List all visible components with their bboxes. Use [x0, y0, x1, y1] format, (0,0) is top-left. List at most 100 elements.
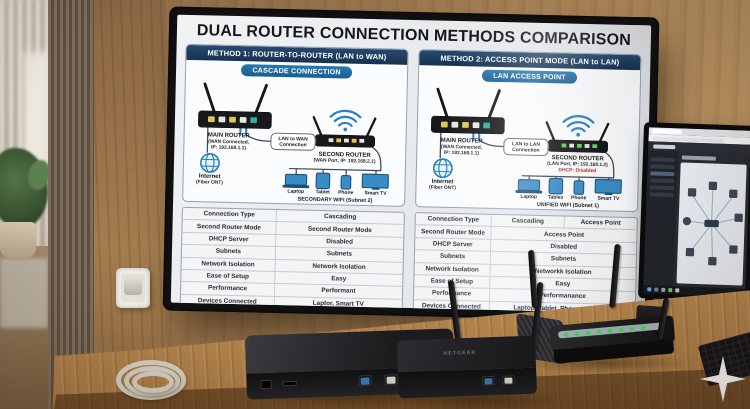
- cable-plug: [386, 376, 396, 384]
- device-label: Smart TV: [597, 196, 620, 203]
- laptop-icon: [517, 179, 541, 192]
- coiled-cable: [116, 354, 196, 406]
- table-cell: Performance: [207, 284, 248, 293]
- antenna-icon: [203, 82, 216, 113]
- wifi-caption: SECONDARY WIFI (Subnet 2): [298, 196, 373, 204]
- connection-label: Connection: [512, 147, 540, 154]
- browser-tab: [651, 128, 682, 135]
- table-cell: Connection Type: [203, 210, 255, 219]
- connection-label: LAN to WAN: [278, 136, 308, 143]
- sidebar-item: [649, 192, 674, 198]
- device-label: Tables: [548, 194, 564, 200]
- rug: [0, 258, 48, 328]
- tablet-icon: [315, 172, 331, 190]
- main-router-detail: IP: 192.168.1.1): [211, 145, 247, 152]
- network-map-graph: [682, 181, 743, 266]
- second-router-detail: (LAN Port, IP: 192.168.1.2): [547, 161, 608, 168]
- tv-icon: [594, 178, 622, 194]
- router-right: [516, 290, 677, 373]
- cable-plug: [504, 377, 513, 384]
- main-router-detail: (WAN Connected,: [441, 144, 483, 151]
- dhcp-disabled-note: DHCP: Disabled: [558, 167, 596, 174]
- app-body: [643, 150, 750, 289]
- laptop-icon: [284, 173, 308, 186]
- led-indicator: [618, 327, 624, 332]
- sidebar-item: [650, 157, 675, 163]
- main-router-label: MAIN ROUTER: [441, 138, 484, 145]
- antenna-icon: [598, 122, 610, 143]
- admin-ui-screen: [643, 127, 750, 297]
- connection-label-box: [503, 137, 549, 157]
- antenna-icon: [487, 89, 501, 119]
- method-1-badge: CASCADE CONNECTION: [241, 64, 352, 79]
- led-indicator: [640, 325, 646, 330]
- device-label: Laptop: [520, 194, 537, 200]
- usb-port: [282, 380, 297, 387]
- led-indicator: [629, 326, 635, 331]
- table-cell: Connection Type: [427, 215, 480, 224]
- wood-slat-panel: [48, 0, 94, 409]
- table-cell: Access Point: [563, 216, 637, 230]
- router-body: NETGEAR: [396, 335, 537, 373]
- plant-pot: [0, 222, 36, 258]
- ethernet-port: [260, 379, 272, 390]
- method-panels: METHOD 1: ROUTER-TO-ROUTER (LAN to WAN) …: [182, 43, 642, 213]
- app-main: [673, 151, 750, 289]
- led-indicator: [563, 332, 569, 337]
- antenna-icon: [366, 117, 377, 137]
- phone-icon: [573, 180, 585, 195]
- main-router-label: MAIN ROUTER: [208, 132, 251, 139]
- wall-display: DUAL ROUTER CONNECTION METHODS COMPARISO…: [162, 6, 660, 322]
- panel-title-bar: [681, 155, 716, 161]
- internet-label: (Fiber ONT): [429, 185, 456, 192]
- network-map: [676, 162, 747, 286]
- table-cell: DHCP Server: [208, 235, 249, 244]
- brand-label: NETGEAR: [443, 349, 477, 357]
- sidebar-item-active: [650, 171, 675, 177]
- table-cell: Devices Connected: [197, 297, 257, 306]
- wood-grain: [94, 0, 166, 409]
- sidebar-item: [649, 185, 674, 191]
- second-router-detail: (WAN Port, IP: 192.168.2.1): [313, 157, 375, 164]
- led-indicator: [607, 328, 613, 333]
- sidebar-item: [650, 164, 675, 170]
- connection-label-box: [270, 132, 316, 151]
- method-2-diagram: LAN to LAN Connection MAIN ROUTER (WAN C…: [429, 87, 622, 209]
- device-label: Phone: [338, 190, 354, 196]
- cable-plug: [360, 377, 370, 385]
- app-logo: [653, 143, 676, 149]
- app-sidebar: [643, 150, 679, 287]
- led-indicator: [574, 331, 580, 336]
- main-router-detail: (WAN Connected,: [208, 139, 250, 146]
- central-router-node: [704, 219, 719, 228]
- internet-globe-icon: [432, 158, 453, 179]
- device-label: Smart TV: [364, 190, 387, 197]
- tablet-icon: [548, 177, 564, 195]
- device-label: Laptop: [287, 189, 304, 195]
- taskbar-icon: [675, 288, 680, 293]
- second-router-label: SECOND ROUTER: [319, 152, 372, 159]
- table-cell: DHCP Server: [432, 240, 473, 249]
- desk-monitor: [637, 122, 750, 302]
- table-cell: Second Router Mode: [196, 222, 261, 232]
- table-cell: Subnets: [439, 252, 466, 261]
- table-cell: Network Isolation: [201, 259, 255, 269]
- sidebar-item: [650, 178, 675, 184]
- wifi-caption: UNIFIED WIFI (Subnet 1): [537, 202, 599, 209]
- method-2-header: METHOD 2: ACCESS POINT MODE (LAN to LAN): [419, 50, 641, 71]
- cable-plug: [484, 378, 493, 385]
- wall-outlet-left: [116, 268, 150, 308]
- internet-label: Internet: [432, 179, 454, 185]
- connection-label: Connection: [279, 142, 307, 149]
- phone-icon: [340, 175, 352, 190]
- table-cell: Ease of Setup: [206, 272, 250, 281]
- wood-pillar: [94, 0, 166, 409]
- antenna-icon: [254, 83, 268, 114]
- led-indicator: [585, 330, 591, 335]
- internet-label: Internet: [199, 174, 221, 180]
- router-front: [398, 367, 537, 399]
- antenna-icon: [436, 87, 449, 118]
- method-2-panel: METHOD 2: ACCESS POINT MODE (LAN to LAN)…: [415, 49, 642, 213]
